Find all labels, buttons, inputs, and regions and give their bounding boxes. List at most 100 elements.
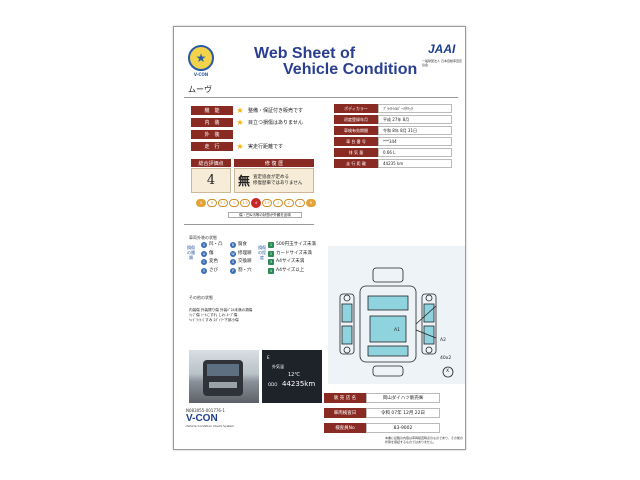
odometer: 44235km bbox=[282, 380, 316, 388]
legend-badge-icon: X bbox=[230, 259, 236, 266]
legend-badge-icon: W bbox=[230, 250, 236, 257]
legend-badge-icon: C bbox=[201, 259, 207, 266]
star-icon: ★ bbox=[236, 141, 244, 151]
grade-scale-step: 3 bbox=[273, 199, 283, 207]
condition-text: 実走行距離です bbox=[248, 143, 284, 150]
damage-mark: 40x2 bbox=[440, 356, 452, 361]
spec-row: 車検有効期間令和 8年 8月 31日 bbox=[334, 126, 452, 135]
vcon-emblem-icon: ★ bbox=[188, 45, 214, 71]
scale-note: 傷・凹&汚等の状態が外観を反映 bbox=[228, 212, 302, 218]
vehicle-photo bbox=[189, 350, 259, 403]
legend-badge-icon: S bbox=[201, 267, 207, 274]
grade-scale-step: 5.5 bbox=[218, 199, 228, 207]
legend-text: 500円玉サイズ未満 bbox=[276, 242, 316, 247]
sheet-title-line2: Vehicle Condition bbox=[283, 61, 418, 78]
jaai-logo: JAAI bbox=[428, 42, 456, 56]
grade-scale-step: 1 bbox=[295, 199, 305, 207]
grade-scale-step: 6 bbox=[207, 199, 217, 207]
legend-badge-icon: 4 bbox=[268, 267, 274, 274]
grade-scale-step: R bbox=[306, 199, 316, 207]
legend-badge-icon: A bbox=[201, 250, 207, 257]
other-header: その他の状態 bbox=[189, 295, 213, 300]
spec-label: 排 気 量 bbox=[334, 148, 378, 157]
legend-size-label: 損傷の程度 bbox=[258, 245, 266, 260]
vcon-caption: Vehicle Condition Check System bbox=[186, 424, 235, 428]
legend-text: 修理跡 bbox=[238, 250, 252, 256]
meter-photo: E 外気温 12℃ ODO 44235km bbox=[262, 350, 322, 403]
spec-row: ボディカラーﾌﾟﾗｲﾄｼﾙﾊﾞｰﾒﾀﾘｯｸ bbox=[334, 104, 452, 113]
overall-score: 4 bbox=[191, 168, 231, 193]
grade-scale-step: 2 bbox=[284, 199, 294, 207]
condition-label: 機 能 bbox=[191, 105, 233, 115]
spec-value: 令和 8年 8月 31日 bbox=[378, 126, 452, 135]
damage-mark: X bbox=[446, 369, 450, 374]
legend-text: A4サイズ未満 bbox=[276, 259, 305, 264]
grille-shape bbox=[209, 382, 237, 388]
grade-scale-step: 3.5 bbox=[262, 199, 272, 207]
spec-value: 0.66 L bbox=[378, 148, 452, 157]
condition-text: 整備・保証付き販売です bbox=[248, 107, 304, 114]
emblem-caption: V-CON bbox=[193, 72, 209, 77]
meter-temp: 12℃ bbox=[288, 372, 300, 378]
sheet-title-line1: Web Sheet of bbox=[254, 45, 356, 62]
spec-label: ボディカラー bbox=[334, 104, 378, 113]
legend-badge-icon: B bbox=[230, 242, 236, 249]
footer-note: 本書に記載の内容は車両検査時点のものであり、その後の状態を保証するものではありま… bbox=[385, 436, 463, 444]
spec-value: ﾌﾟﾗｲﾄｼﾙﾊﾞｰﾒﾀﾘｯｸ bbox=[378, 104, 452, 113]
spec-value: ***344 bbox=[378, 137, 452, 146]
legend-badge-icon: 2 bbox=[268, 250, 274, 257]
dealer-row: 車両検査日令和 07年 12月 22日 bbox=[324, 408, 440, 418]
score-header: 総合評価点 bbox=[191, 159, 231, 167]
legend-header: 車両外装の状態 bbox=[189, 235, 217, 240]
condition-label: 外 装 bbox=[191, 129, 233, 139]
spec-row: 初度登録年月平成 27年 8月 bbox=[334, 115, 452, 124]
damage-mark: A2 bbox=[440, 338, 446, 343]
condition-row-interior: 内 装 ★ 目立つ損傷はありません bbox=[191, 117, 305, 127]
legend-text: 割・穴 bbox=[238, 267, 252, 273]
spec-label: 初度登録年月 bbox=[334, 115, 378, 124]
condition-row-exterior: 外 装 bbox=[191, 129, 305, 139]
other-notes: 内装傷 外装擦り傷 外装ﾊﾟﾈﾙ未満の損傷 ﾗｯﾌﾟ傷 ｼｰﾄにすれ しわ ﾙｰ… bbox=[189, 308, 253, 322]
divider bbox=[184, 224, 314, 225]
legend-text: 交換跡 bbox=[238, 259, 252, 264]
legend-text: A4サイズ以上 bbox=[276, 267, 305, 273]
legend-badge-icon: P bbox=[230, 267, 236, 274]
spec-row: 車 台 番 号***344 bbox=[334, 137, 452, 146]
grade-scale-step: 5 bbox=[229, 199, 239, 207]
star-icon: ★ bbox=[236, 105, 244, 115]
legend-badge-icon: U bbox=[201, 242, 207, 249]
legend-text: 変色 bbox=[209, 259, 218, 264]
sheet-code: N083055-001776-1 bbox=[186, 408, 225, 413]
condition-text: 目立つ損傷はありません bbox=[248, 119, 303, 126]
condition-label: 走 行 bbox=[191, 141, 233, 151]
condition-row-mileage: 走 行 ★ 実走行距離です bbox=[191, 141, 305, 151]
windshield-shape bbox=[207, 364, 239, 376]
legend-text: 凹・凸 bbox=[209, 242, 223, 247]
fuel-mark: E bbox=[267, 355, 270, 360]
history-text: 査定協会が定める修復歴車ではありません bbox=[253, 174, 303, 186]
history-mark: 無 bbox=[238, 174, 251, 188]
vcon-logo: V-CON bbox=[186, 413, 218, 424]
car-outline-icon bbox=[339, 267, 454, 378]
spec-value: 平成 27年 8月 bbox=[378, 115, 452, 124]
meter-temp-label: 外気温 bbox=[272, 364, 284, 369]
divider bbox=[184, 97, 458, 98]
legend-text: 傷 bbox=[209, 250, 214, 256]
vehicle-damage-diagram: A1 A2 40x2 X bbox=[328, 246, 465, 384]
